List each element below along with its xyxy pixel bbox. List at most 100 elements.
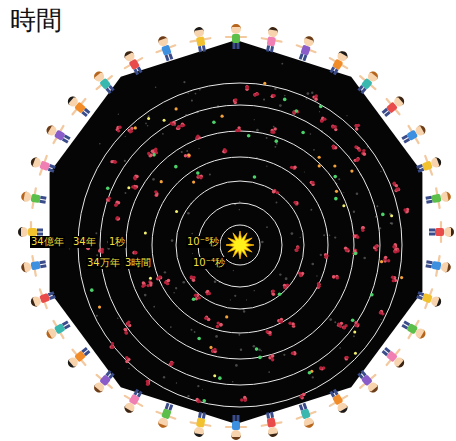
child-leg (333, 69, 339, 76)
speck (187, 212, 190, 215)
particle (353, 252, 357, 256)
time-label: 10⁻⁸秒 (186, 236, 220, 248)
child-hair (193, 26, 204, 33)
child-leg (62, 320, 69, 326)
nucleon (178, 125, 181, 128)
nucleon (124, 331, 127, 334)
child-body (431, 261, 441, 270)
child-leg (39, 260, 45, 264)
nucleus (132, 251, 137, 255)
nucleon (133, 176, 136, 179)
speck (376, 205, 378, 207)
nucleon (124, 328, 127, 331)
child-figure (152, 401, 179, 431)
speck (258, 348, 261, 351)
nucleon (272, 190, 275, 193)
nucleon (154, 194, 157, 197)
child-head (430, 156, 443, 169)
particle (263, 82, 266, 85)
nucleon (274, 127, 277, 130)
speck (263, 99, 265, 101)
particle (98, 305, 101, 308)
nucleon (240, 398, 243, 401)
speck (240, 348, 242, 350)
child-hair (193, 431, 204, 438)
child-body (232, 34, 240, 43)
child-head (66, 355, 80, 369)
nucleon (111, 346, 114, 349)
child-hair (304, 35, 315, 43)
particle (353, 331, 356, 334)
children-ring (18, 24, 454, 440)
child-head (18, 227, 28, 237)
nucleus (344, 356, 349, 361)
child-leg (84, 108, 91, 114)
particle (247, 134, 251, 138)
nucleus (196, 398, 201, 404)
particle (381, 213, 385, 217)
nucleon (256, 92, 259, 95)
speck (311, 92, 313, 94)
particle (209, 346, 212, 349)
nucleon (358, 148, 361, 151)
nucleon (154, 190, 157, 193)
nucleon (117, 129, 120, 132)
child-leg (382, 350, 389, 356)
child-head (336, 49, 350, 63)
nucleon (113, 160, 116, 163)
nucleon (291, 352, 294, 355)
nucleus (290, 166, 297, 170)
nucleon (213, 348, 216, 351)
speck (253, 345, 256, 348)
child-leg (165, 403, 170, 410)
nucleon (177, 125, 180, 128)
child-leg (357, 373, 363, 380)
child-leg (266, 45, 270, 51)
title: 時間 (10, 6, 62, 35)
child-figure (118, 47, 148, 79)
child-body (267, 417, 276, 427)
nucleus (240, 396, 247, 402)
nucleon (265, 330, 268, 333)
speck (329, 234, 331, 236)
particle (213, 374, 216, 377)
child-leg (429, 229, 435, 232)
nucleon (108, 196, 111, 199)
speck (243, 310, 245, 312)
speck (99, 143, 101, 145)
particle (192, 297, 196, 301)
nucleon (166, 282, 169, 285)
nucleus (110, 160, 116, 164)
speck (254, 290, 255, 291)
child-hair (445, 262, 452, 273)
child-leg (302, 403, 307, 410)
child-head (440, 261, 452, 273)
child-leg (299, 404, 304, 411)
nucleus (312, 94, 318, 101)
child-leg (37, 229, 43, 232)
nucleus (332, 275, 339, 280)
nucleon (149, 281, 152, 284)
speck (234, 295, 236, 297)
nucleon (125, 356, 128, 359)
nucleus (271, 289, 275, 296)
nucleus (354, 321, 359, 328)
time-ring (176, 181, 304, 309)
particle (255, 347, 259, 351)
time-label: 10⁻⁴秒 (192, 257, 226, 269)
nucleon (118, 126, 121, 129)
child-head (123, 49, 137, 63)
nucleus (354, 145, 361, 152)
nucleus (114, 201, 120, 207)
nucleon (276, 191, 279, 194)
nucleus (216, 321, 223, 328)
nucleus (124, 328, 129, 335)
child-leg (266, 412, 270, 418)
time-label: 34億年 (30, 236, 65, 248)
speck (339, 347, 341, 349)
particle (350, 169, 353, 172)
particle (283, 98, 287, 102)
speck (147, 125, 149, 127)
particle (175, 210, 178, 213)
particle (351, 318, 355, 322)
